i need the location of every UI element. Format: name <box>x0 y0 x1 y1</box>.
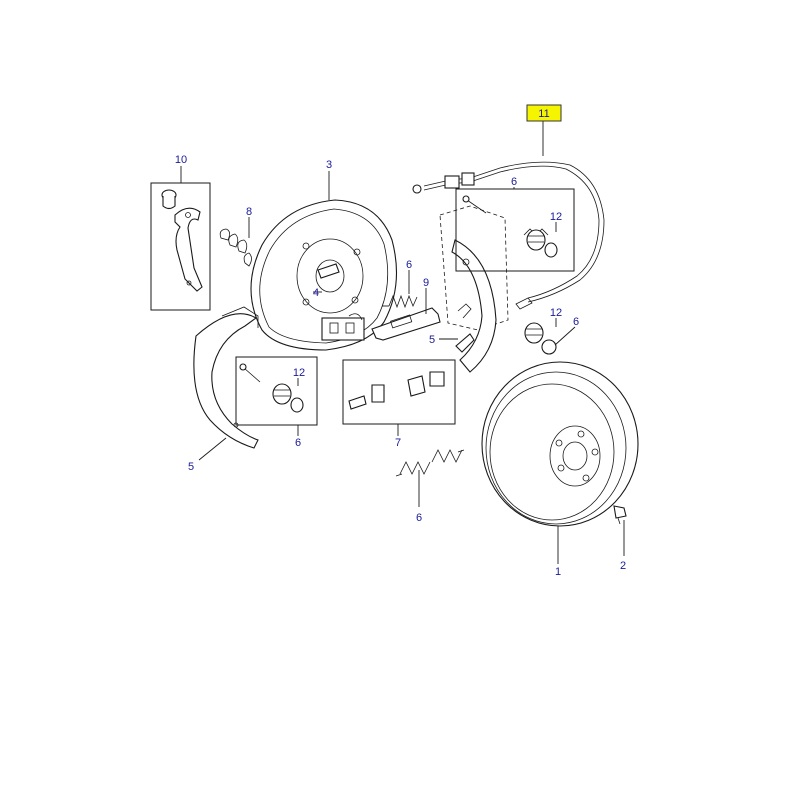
callout-5-lower[interactable]: 5 <box>188 461 194 473</box>
callout-6-springs[interactable]: 6 <box>416 512 422 524</box>
callout-10[interactable]: 10 <box>175 154 187 166</box>
callout-11[interactable]: 11 <box>538 108 549 120</box>
leader-lines <box>180 121 625 564</box>
callouts: 11 10 3 8 6 12 6 9 4 5 12 6 12 6 7 5 6 1… <box>175 108 626 578</box>
brake-drum <box>481 361 639 527</box>
adjuster-strut <box>371 307 441 341</box>
callout-6-spring[interactable]: 6 <box>406 259 412 271</box>
callout-12-left-box[interactable]: 12 <box>293 367 305 379</box>
adjuster-spring <box>382 294 418 309</box>
callout-9[interactable]: 9 <box>423 277 429 289</box>
callout-1[interactable]: 1 <box>555 566 561 578</box>
hold-down-kit-left <box>235 356 318 426</box>
brake-shoe-upper <box>439 205 509 373</box>
handbrake-cable <box>412 161 605 310</box>
callout-8[interactable]: 8 <box>246 206 252 218</box>
retaining-clips <box>219 228 252 267</box>
highlight-box-11 <box>526 104 562 122</box>
return-springs <box>395 449 465 477</box>
callout-12-right-box[interactable]: 12 <box>550 211 562 223</box>
callout-12-loose[interactable]: 12 <box>550 307 562 319</box>
callout-2[interactable]: 2 <box>620 560 626 572</box>
clip-kit-group <box>342 359 456 425</box>
hold-down-spring-loose <box>524 322 557 355</box>
callout-7[interactable]: 7 <box>395 437 401 449</box>
callout-6-left-box[interactable]: 6 <box>295 437 301 449</box>
callout-3[interactable]: 3 <box>326 159 332 171</box>
callout-5-upper[interactable]: 5 <box>429 334 435 346</box>
backplate <box>250 199 398 351</box>
hold-down-kit-right <box>455 188 575 272</box>
callout-6-right-box[interactable]: 6 <box>511 176 517 188</box>
callout-4[interactable]: 4 <box>313 287 319 299</box>
callout-6-loose[interactable]: 6 <box>573 316 579 328</box>
brake-shoe-lower <box>193 306 259 449</box>
lever-kit-group <box>150 182 211 311</box>
drum-screw <box>613 505 627 525</box>
